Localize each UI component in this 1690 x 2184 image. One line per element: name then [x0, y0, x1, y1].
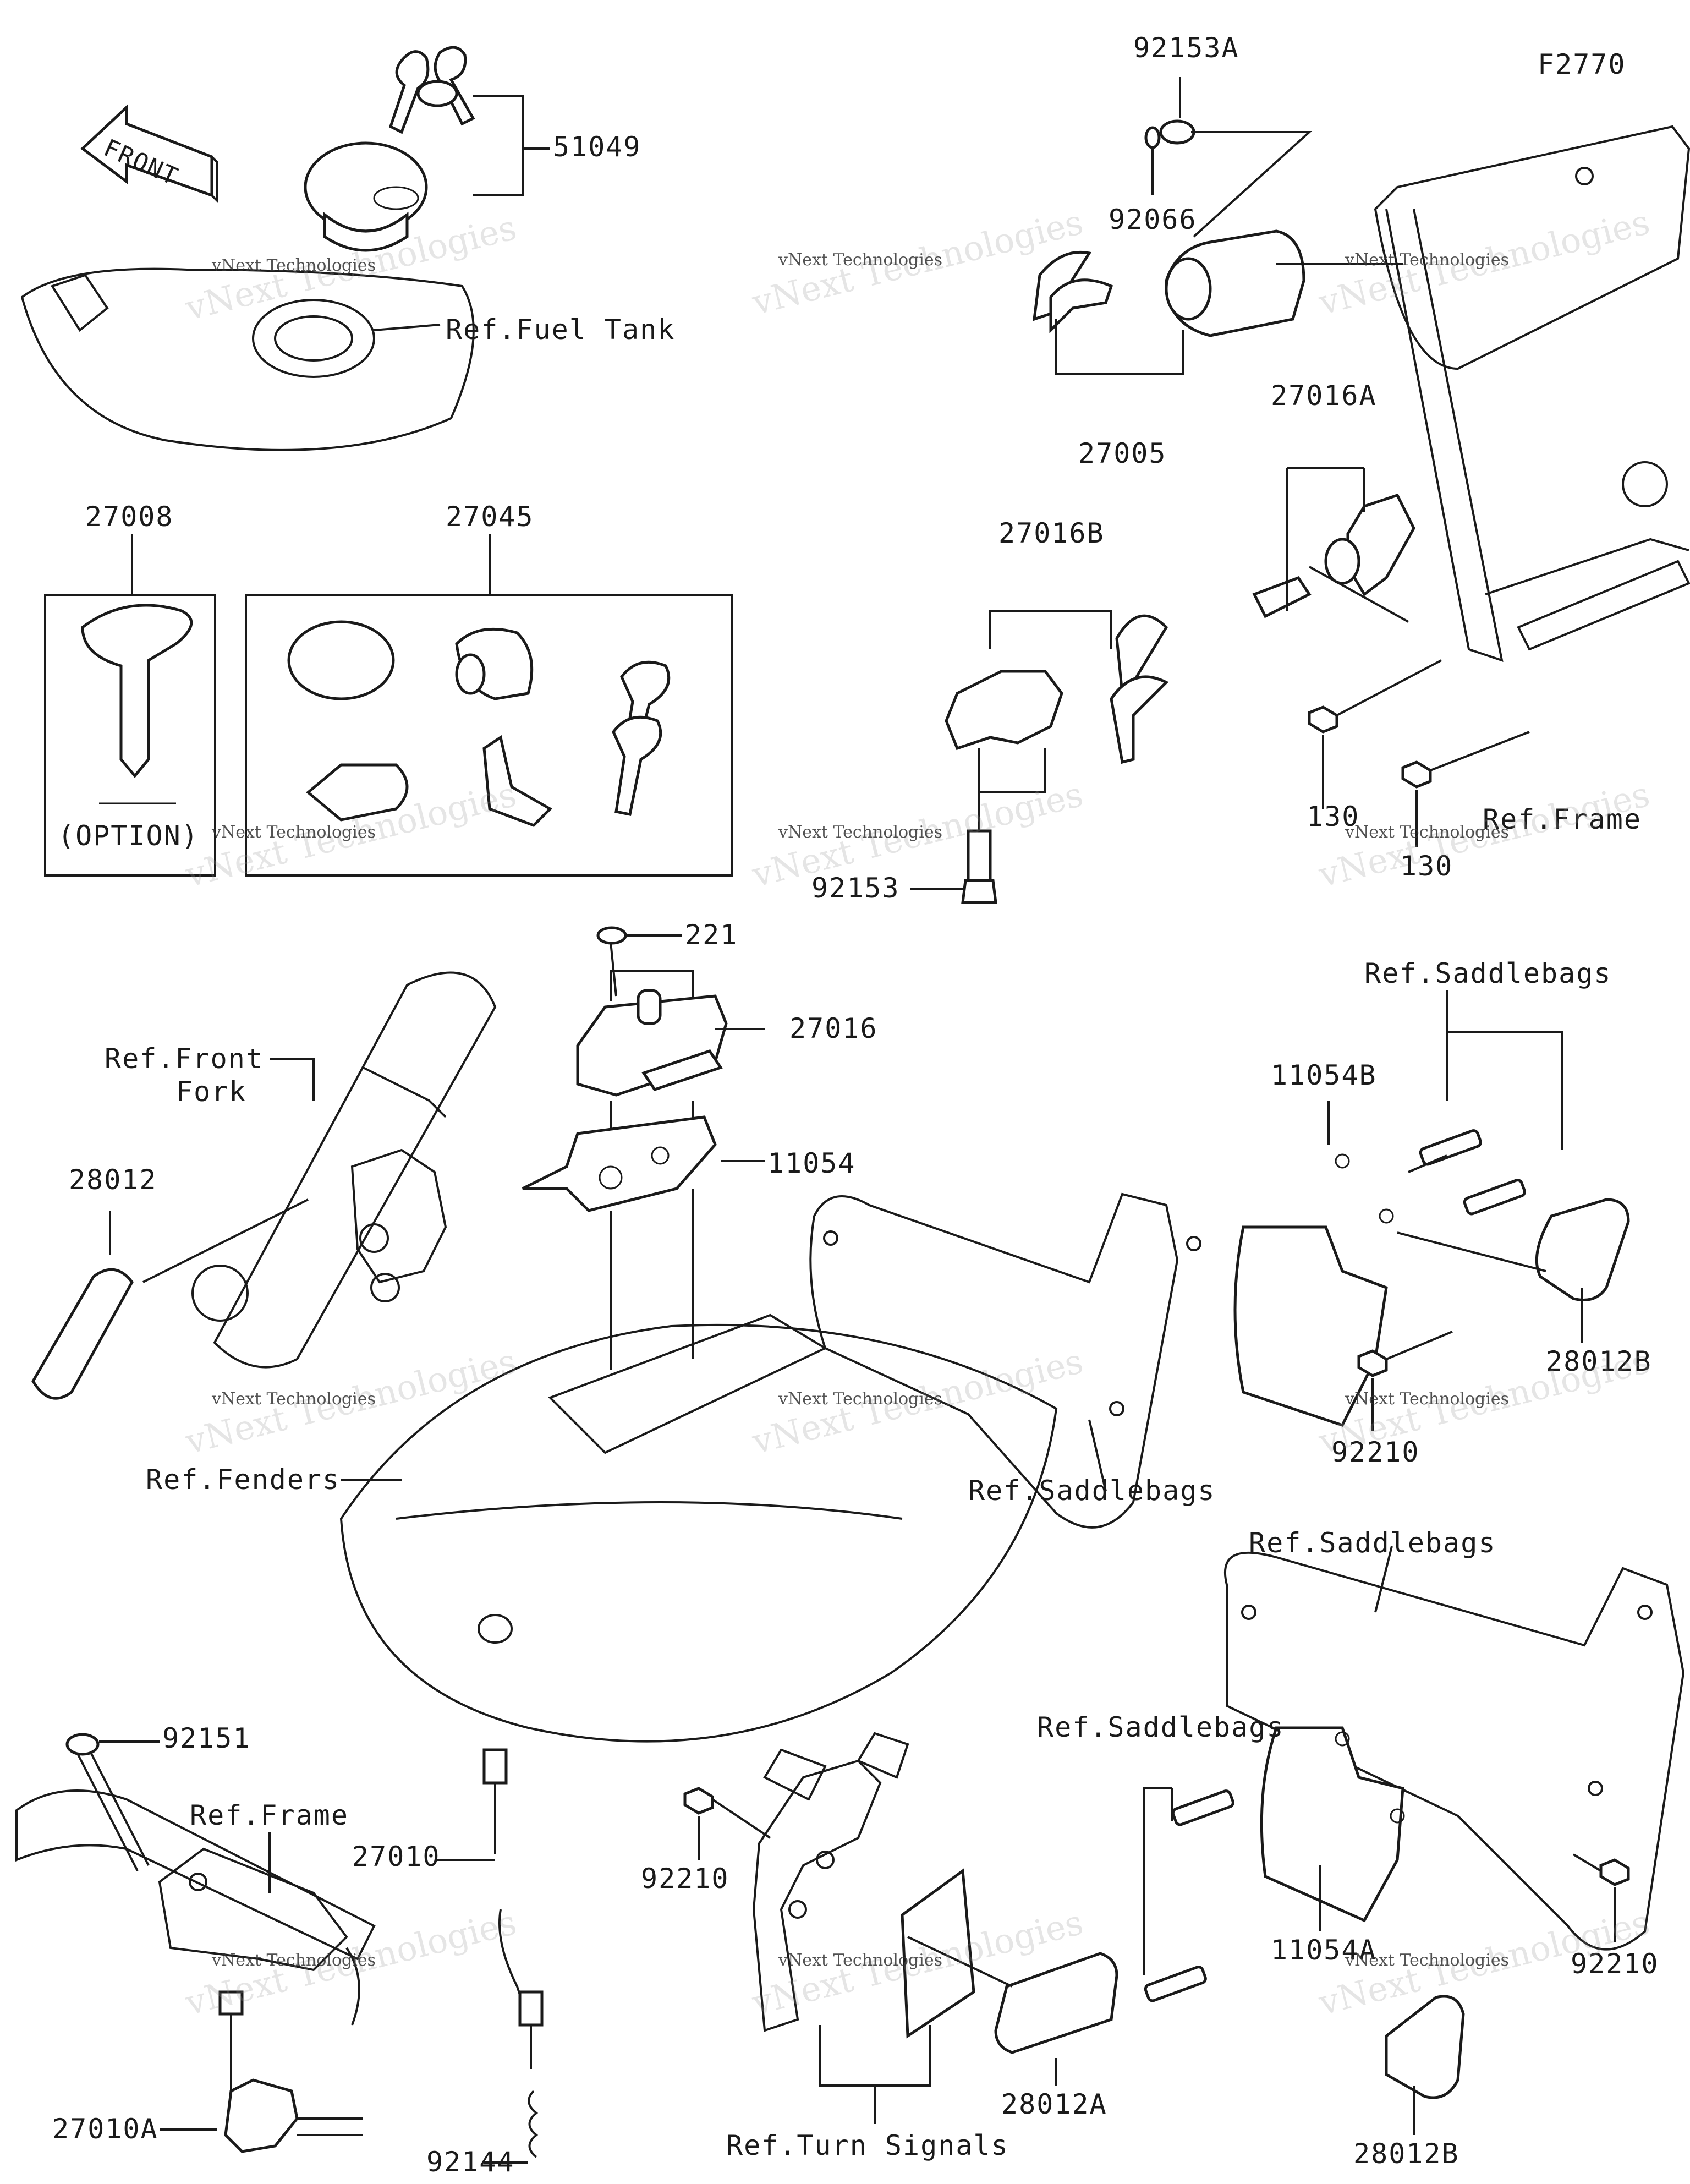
label-ref-turn-signals: Ref.Turn Signals: [726, 2130, 1009, 2161]
kit-27045-parts-icon: [287, 620, 671, 827]
switch-bracket-27016A-icon: [1252, 493, 1415, 623]
label-ref-front-fork-1: Ref.Front: [105, 1043, 264, 1075]
label-92153A: 92153A: [1133, 32, 1239, 64]
bolts-lower-saddlebag-icon: [1144, 1789, 1234, 2002]
saddlebag-bracket-upper-icon: [809, 1192, 1201, 1529]
label-27005: 27005: [1078, 437, 1167, 469]
label-28012B-bottom: 28012B: [1353, 2138, 1459, 2170]
bolt-92151-icon: [65, 1733, 160, 1871]
label-221: 221: [685, 919, 738, 951]
label-130-a: 130: [1307, 801, 1360, 833]
reflector-28012-icon: [31, 1268, 134, 1400]
label-92153: 92153: [811, 872, 900, 904]
key-27008-icon: [81, 604, 193, 804]
nut-92210-low-icon: [1572, 1853, 1630, 1942]
label-ref-front-fork-2: Fork: [176, 1076, 247, 1108]
switch-27010A-icon: [218, 1990, 363, 2153]
label-27016A: 27016A: [1271, 380, 1377, 412]
label-ref-saddlebags-top: Ref.Saddlebags: [1364, 957, 1612, 989]
switch-27016-icon: [576, 989, 765, 1097]
label-ref-saddlebags-low1: Ref.Saddlebags: [1249, 1527, 1496, 1559]
front-fork-icon: [191, 971, 497, 1369]
label-92144: 92144: [426, 2146, 515, 2178]
saddlebag-bracket-lower-icon: [1223, 1551, 1685, 1951]
label-28012A: 28012A: [1001, 2088, 1107, 2120]
frame-bottom-icon: [15, 1789, 376, 2026]
bracket-11054B-icon: [1233, 1153, 1394, 1427]
label-27008: 27008: [85, 501, 174, 533]
screw-221-icon: [596, 926, 682, 997]
label-92066: 92066: [1109, 204, 1197, 236]
keys-27005-icon: [1033, 250, 1113, 334]
ignition-switch-27005-icon: [1165, 229, 1403, 337]
switch-27010-icon: [482, 1748, 544, 2158]
label-92210-low: 92210: [1571, 1948, 1659, 1980]
box-27045: [245, 594, 733, 877]
fuel-cap-icon: [304, 141, 428, 252]
label-27016B: 27016B: [998, 517, 1105, 549]
label-130-b: 130: [1400, 850, 1453, 882]
label-ref-fuel-tank: Ref.Fuel Tank: [446, 314, 676, 346]
bracket-11054A-icon: [1260, 1726, 1405, 1923]
frame-top-right-icon: [1374, 125, 1690, 662]
switch-27016B-icon: [945, 614, 1169, 764]
bolts-saddlebag-icon: [1419, 1129, 1526, 1216]
fuel-tank-icon: [20, 267, 475, 451]
label-92210-right: 92210: [1331, 1436, 1420, 1468]
plate-turn-signal-icon: [901, 1868, 975, 2039]
screw-92153A-icon: [1159, 119, 1210, 145]
bolt-92153-icon: [910, 829, 997, 904]
nut-92210-right-icon: [1357, 1331, 1453, 1431]
label-92151: 92151: [162, 1722, 251, 1754]
label-27010: 27010: [352, 1841, 441, 1873]
reflector-28012B-bottom-icon: [1385, 1995, 1465, 2099]
label-27045: 27045: [446, 501, 534, 533]
label-51049: 51049: [553, 131, 641, 163]
label-27010A: 27010A: [52, 2113, 158, 2145]
box-27008: [44, 594, 216, 877]
nut-130-icon: [1308, 659, 1530, 847]
label-11054A: 11054A: [1271, 1934, 1377, 1966]
label-11054B: 11054B: [1271, 1059, 1377, 1091]
option-label: (OPTION): [58, 820, 199, 852]
label-92210-mid: 92210: [641, 1863, 729, 1895]
reflector-28012B-top-icon: [1535, 1198, 1630, 1301]
label-27016: 27016: [789, 1012, 878, 1044]
fender-icon: [339, 1313, 1058, 1743]
turn-signal-bracket-icon: [752, 1732, 909, 2032]
label-ref-saddlebags-low2: Ref.Saddlebags: [1037, 1711, 1285, 1743]
front-arrow-icon: [80, 104, 218, 204]
reflector-28012A-icon: [994, 1952, 1118, 2054]
label-28012: 28012: [69, 1164, 157, 1196]
nut-92210-mid-icon: [683, 1787, 771, 1860]
label-ref-saddlebags-mid: Ref.Saddlebags: [968, 1475, 1216, 1507]
label-28012B-top: 28012B: [1546, 1345, 1652, 1377]
ignition-keys-51049-icon: [388, 46, 475, 134]
bracket-11054-icon: [522, 1115, 765, 1212]
label-ref-frame-top: Ref.Frame: [1483, 803, 1642, 835]
label-ref-fenders: Ref.Fenders: [146, 1464, 341, 1496]
figure-code: F2770: [1538, 48, 1626, 80]
label-ref-frame-bottom: Ref.Frame: [190, 1799, 349, 1831]
label-11054: 11054: [767, 1147, 856, 1179]
